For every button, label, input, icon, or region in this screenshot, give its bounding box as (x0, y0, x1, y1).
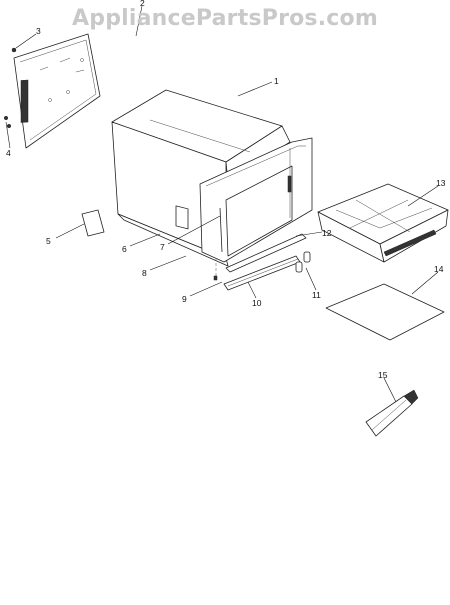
callout-13: 13 (436, 178, 446, 188)
callout-11: 11 (312, 290, 321, 300)
lower-strip-part-12 (225, 233, 307, 273)
callout-14: 14 (434, 264, 444, 274)
screws-part-4 (3, 115, 12, 129)
front-frame (199, 137, 313, 263)
callout-3: 3 (36, 26, 41, 36)
callout-8: 8 (142, 268, 147, 278)
callout-12: 12 (322, 228, 332, 238)
callout-15: 15 (378, 370, 388, 380)
cover-plate-part-5 (81, 209, 105, 237)
callout-4: 4 (6, 148, 11, 158)
callout-5: 5 (46, 236, 51, 246)
rack-part-13 (317, 183, 449, 263)
base-fasteners (213, 258, 218, 281)
screw-part-3 (11, 47, 17, 53)
flat-panel-part-14 (325, 283, 445, 341)
callout-9: 9 (182, 294, 187, 304)
callout-7: 7 (160, 242, 165, 252)
callout-2: 2 (140, 0, 145, 8)
callout-1: 1 (274, 76, 279, 86)
callout-labels: 1 2 3 4 5 6 7 8 9 10 11 12 13 14 15 (6, 0, 446, 380)
oven-cabinet (111, 89, 291, 267)
rear-panel (13, 33, 101, 149)
hinge-strip (219, 207, 223, 253)
watermark-logo: AppliancePartsPros.com (72, 6, 378, 31)
tube-part-15 (365, 389, 419, 437)
callout-10: 10 (252, 298, 262, 308)
callout-6: 6 (122, 244, 127, 254)
leader-lines (5, 5, 439, 403)
grommet-part-11 (295, 251, 311, 273)
lower-strip-part-10 (223, 255, 301, 291)
